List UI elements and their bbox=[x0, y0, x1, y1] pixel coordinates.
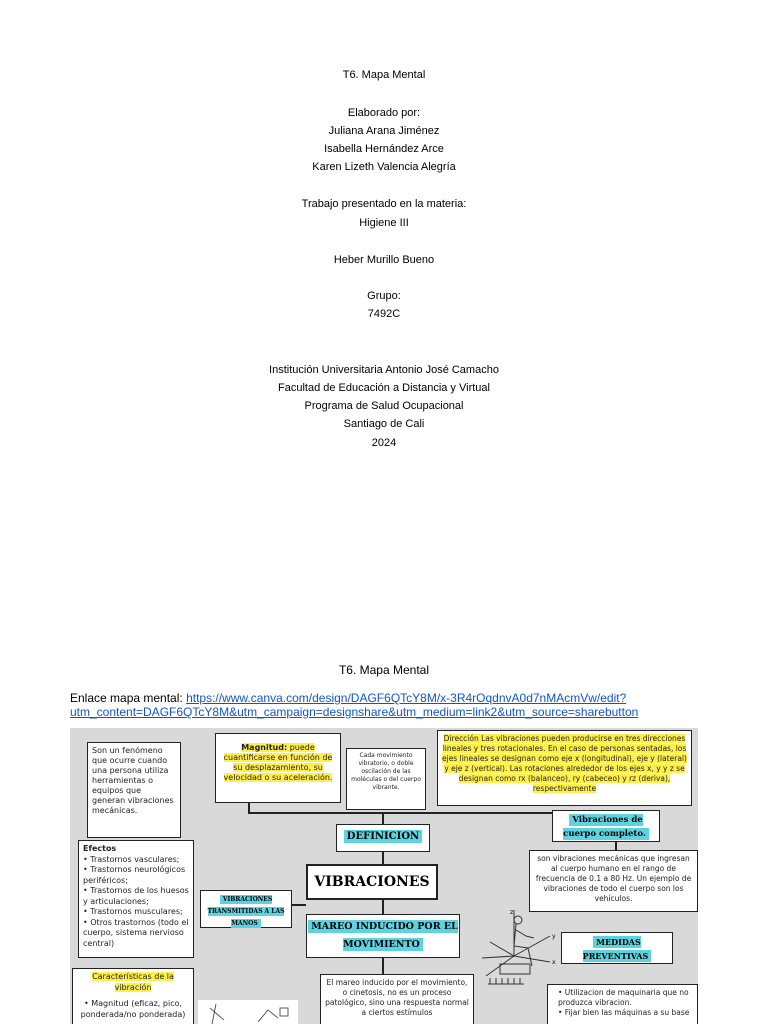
efecto-item: • Trastornos vasculares; bbox=[83, 854, 180, 864]
connector bbox=[382, 852, 384, 864]
medidas-label: MEDIDAS PREVENTIVAS bbox=[582, 936, 652, 962]
cover-title: T6. Mapa Mental bbox=[342, 69, 426, 81]
medidas-box: • Utilizacion de maquinaria que no produ… bbox=[547, 984, 698, 1024]
institucion: Institución Universitaria Antonio José C… bbox=[269, 364, 499, 376]
elaborado-label: Elaborado por: bbox=[347, 107, 421, 119]
author-1: Juliana Arana Jiménez bbox=[328, 125, 440, 137]
vibraciones-title-text: VIBRACIONES bbox=[314, 874, 430, 890]
efectos-title: Efectos bbox=[83, 844, 117, 853]
connector bbox=[248, 796, 250, 812]
transmitidas-tag: VIBRACIONES TRANSMITIDAS A LAS MANOS bbox=[200, 890, 292, 928]
connector bbox=[248, 812, 568, 814]
programa: Programa de Salud Ocupacional bbox=[304, 400, 464, 412]
tool-sketch bbox=[198, 1000, 298, 1024]
caracteristicas-item: • Magnitud (eficaz, pico, ponderada/no p… bbox=[80, 999, 186, 1019]
fenomeno-box: Son un fenómeno que ocurre cuando una pe… bbox=[87, 742, 181, 838]
cuerpo-completo-box: son vibraciones mecánicas que ingresan a… bbox=[529, 850, 698, 912]
docente: Heber Murillo Bueno bbox=[333, 254, 435, 266]
cada-movimiento-box: Cada movimiento vibratorio, o doble osci… bbox=[346, 748, 426, 810]
mareo-label: MAREO INDUCIDO POR EL MOVIMIENTO bbox=[308, 920, 458, 951]
efecto-item: • Trastornos musculares; bbox=[83, 907, 183, 916]
caracteristicas-label: Características de la vibración bbox=[92, 972, 174, 992]
efecto-item: • Trastornos de los huesos y articulacio… bbox=[83, 886, 189, 906]
link-paragraph: Enlace mapa mental: https://www.canva.co… bbox=[70, 691, 710, 719]
anio: 2024 bbox=[371, 437, 397, 449]
magnitud-body: puede cuantificarse en función de su des… bbox=[223, 743, 333, 782]
grupo: 7492C bbox=[367, 308, 401, 320]
author-3: Karen Lizeth Valencia Alegría bbox=[312, 161, 456, 173]
axis-x-label: x bbox=[552, 959, 556, 966]
caracteristicas-box: Características de la vibración • Magnit… bbox=[72, 968, 194, 1024]
connector bbox=[615, 842, 617, 854]
seated-person-illustration: z y x bbox=[481, 909, 556, 985]
page2-title: T6. Mapa Mental bbox=[338, 663, 430, 677]
facultad: Facultad de Educación a Distancia y Virt… bbox=[278, 382, 490, 394]
vibraciones-cuerpo-label: Vibraciones de cuerpo completo. bbox=[563, 814, 649, 840]
direccion-text: Dirección Las vibraciones pueden produci… bbox=[442, 734, 687, 793]
medidas-item: • Utilizacion de maquinaria que no produ… bbox=[558, 988, 689, 1007]
mareo-tag: MAREO INDUCIDO POR EL MOVIMIENTO bbox=[306, 914, 460, 958]
magnitud-box: Magnitud: puede cuantificarse en función… bbox=[215, 733, 341, 803]
mindmap-image: Son un fenómeno que ocurre cuando una pe… bbox=[70, 728, 698, 1024]
efectos-box: Efectos • Trastornos vasculares; • Trast… bbox=[78, 840, 194, 958]
ciudad: Santiago de Cali bbox=[343, 418, 425, 430]
author-2: Isabella Hernández Arce bbox=[324, 143, 444, 155]
mindmap-link[interactable]: https://www.canva.com/design/DAGF6QTcY8M… bbox=[70, 691, 638, 719]
mindmap-link-line-1: https://www.canva.com/design/DAGF6QTcY8M… bbox=[186, 691, 627, 705]
grupo-label: Grupo: bbox=[367, 290, 401, 302]
magnitud-title: Magnitud: bbox=[241, 743, 288, 752]
mareo-text-box: El mareo inducido por el movimiento, o c… bbox=[320, 974, 474, 1024]
link-label-text: Enlace mapa mental: bbox=[70, 691, 187, 705]
trabajo-label: Trabajo presentado en la materia: bbox=[301, 198, 467, 210]
efecto-item: • Trastornos neurológicos periféricos; bbox=[83, 865, 186, 885]
vibraciones-cuerpo-tag: Vibraciones de cuerpo completo. bbox=[552, 810, 660, 842]
direccion-box: Dirección Las vibraciones pueden produci… bbox=[437, 730, 692, 806]
medidas-item: • Fijar bien las máquinas a su base bbox=[558, 1008, 690, 1017]
magnitud-text: Magnitud: puede cuantificarse en función… bbox=[223, 743, 333, 782]
vibraciones-title: VIBRACIONES bbox=[306, 864, 438, 900]
medidas-tag: MEDIDAS PREVENTIVAS bbox=[561, 932, 673, 964]
connector bbox=[382, 900, 384, 914]
transmitidas-label: VIBRACIONES TRANSMITIDAS A LAS MANOS bbox=[207, 895, 285, 928]
axis-y-label: y bbox=[552, 933, 556, 940]
connector bbox=[382, 814, 384, 824]
efecto-item: • Otros trastornos (todo el cuerpo, sist… bbox=[83, 917, 189, 948]
axis-z-label: z bbox=[510, 909, 513, 916]
mindmap-link-line-2: utm_content=DAGF6QTcY8M&utm_campaign=des… bbox=[70, 705, 639, 719]
definicion-label: DEFINICION bbox=[343, 830, 423, 843]
definicion-tag: DEFINICION bbox=[336, 824, 430, 852]
connector bbox=[382, 958, 384, 974]
materia: Higiene III bbox=[359, 217, 409, 229]
